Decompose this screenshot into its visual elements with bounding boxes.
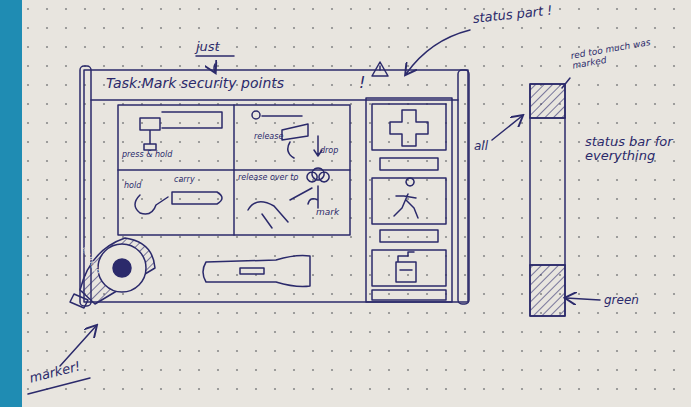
status-cell [372, 250, 446, 286]
instruction-text: hold [124, 182, 141, 191]
instruction-panel: hold carry [118, 170, 234, 235]
person-symbol [394, 178, 418, 218]
notebook-edge [0, 0, 22, 407]
task-title: Task:Mark security points [106, 76, 284, 91]
annotation: marker! [28, 359, 82, 385]
tape-label: MARKED [79, 246, 100, 276]
leader-arrow [406, 30, 470, 74]
tape-hub [113, 259, 131, 277]
annotation: status part ! [472, 4, 553, 27]
tape-roll [98, 244, 146, 292]
instruction-text: mark [316, 208, 339, 218]
spray-bottle-symbol [396, 252, 416, 282]
status-cell [372, 104, 446, 150]
plus-symbol [390, 110, 428, 146]
status-cell [372, 290, 446, 300]
tape-dispenser [80, 238, 155, 304]
leader-arrow [566, 298, 600, 300]
annotation: green [604, 294, 639, 307]
minus-symbol [380, 158, 438, 170]
panel-sketch [162, 112, 222, 128]
scroll-rod [458, 70, 469, 304]
leader-arrow [214, 64, 215, 72]
bar-divider [530, 264, 565, 266]
minus-symbol [380, 230, 438, 242]
window-frame [84, 70, 468, 302]
tape-end [70, 294, 88, 308]
annotation: all [474, 140, 488, 153]
annotation: just [196, 40, 220, 54]
annotation: status bar for everything [585, 135, 675, 164]
hand-press-sketch [140, 118, 160, 150]
instruction-panel: release over to mark [234, 170, 350, 235]
status-column [366, 98, 452, 302]
flashlight [203, 256, 310, 287]
status-cell [372, 178, 446, 224]
instruction-panel: press & hold [118, 105, 234, 170]
title-rule [91, 99, 458, 101]
leader-line [562, 78, 570, 88]
exclamation-mark: ! [359, 74, 365, 92]
game-window: Task:Mark security points press & hold rel… [84, 70, 468, 302]
hold-carry-sketch [135, 192, 222, 214]
instruction-panel: release drop [234, 105, 350, 170]
instruction-text: carry [174, 176, 195, 185]
instruction-text: release over to [238, 174, 298, 183]
instruction-text: release [254, 133, 283, 142]
underline [196, 55, 234, 57]
leader-arrow [492, 116, 522, 140]
warning-triangle [372, 62, 388, 76]
annotation: red too much was marked [570, 36, 662, 71]
bar-divider [530, 117, 565, 119]
status-bar-red-zone [530, 84, 565, 118]
instruction-text: press & hold [122, 151, 172, 160]
status-bar-green-zone [530, 265, 565, 316]
release-drop-sketch [252, 111, 322, 158]
instruction-grid [118, 105, 350, 235]
status-bar [530, 84, 565, 316]
instruction-text: drop [320, 147, 338, 156]
